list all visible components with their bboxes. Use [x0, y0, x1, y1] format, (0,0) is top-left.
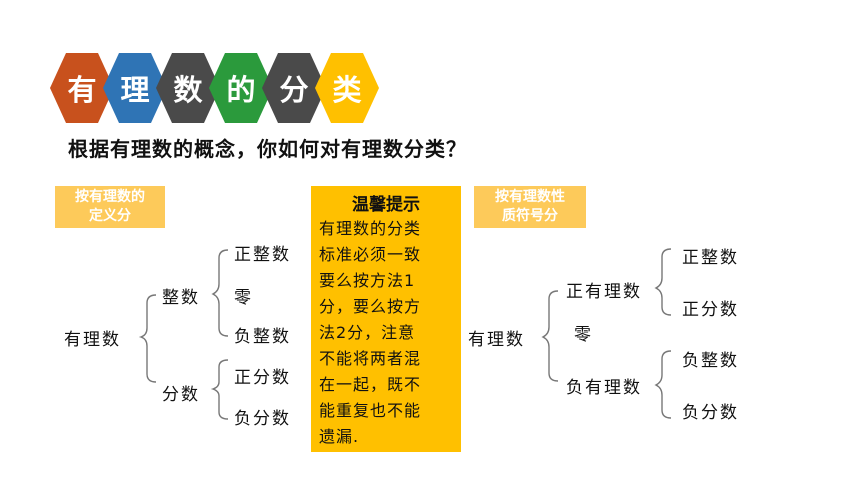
brace-right-positive	[654, 248, 672, 316]
tip-title: 温馨提示	[352, 195, 420, 214]
brace-left-integer	[211, 249, 229, 337]
tip-line: 在一起，既不	[319, 375, 422, 394]
tag-line: 质符号分	[502, 208, 558, 224]
title-char: 理	[120, 73, 150, 107]
right-pos-int-label: 正整数	[682, 248, 739, 268]
tip-line: 能重复也不能	[319, 401, 422, 420]
title-char: 分	[279, 73, 309, 107]
brace-right-root	[541, 290, 559, 382]
right-zero-label: 零	[574, 325, 593, 345]
left-integer-label: 整数	[162, 288, 200, 308]
tip-line: 法2分，注意	[319, 323, 416, 342]
title-char: 类	[332, 73, 362, 107]
title-char: 有	[67, 73, 97, 107]
tip-line: 标准必须一致	[319, 245, 422, 264]
tip-box: 温馨提示 有理数的分类 标准必须一致 要么按方法1 分，要么按方 法2分，注意 …	[311, 186, 461, 452]
left-pos-frac-label: 正分数	[234, 368, 291, 388]
brace-left-fraction	[210, 359, 229, 420]
left-neg-int-label: 负整数	[234, 327, 291, 347]
tag-line: 定义分	[89, 208, 131, 224]
right-pos-rational-label: 正有理数	[566, 282, 642, 302]
title-char: 的	[226, 73, 256, 107]
brace-left-root	[138, 294, 157, 383]
tip-line: 要么按方法1	[319, 271, 416, 290]
right-neg-rational-label: 负有理数	[566, 378, 642, 398]
tag-line: 按有理数性	[495, 189, 565, 205]
title-hex-3: 数	[156, 53, 220, 123]
tip-line: 不能将两者混	[319, 349, 422, 368]
right-neg-frac-label: 负分数	[682, 403, 739, 423]
left-root-label: 有理数	[64, 330, 121, 350]
right-method-tag: 按有理数性 质符号分	[474, 186, 586, 228]
tip-body: 有理数的分类 标准必须一致 要么按方法1 分，要么按方 法2分，注意 不能将两者…	[319, 216, 459, 450]
left-fraction-label: 分数	[162, 385, 200, 405]
tip-line: 分，要么按方	[319, 297, 422, 316]
brace-right-negative	[654, 350, 672, 419]
tip-line: 遗漏.	[319, 427, 360, 446]
title-char: 数	[173, 73, 203, 107]
right-root-label: 有理数	[468, 330, 525, 350]
left-pos-int-label: 正整数	[234, 245, 291, 265]
right-neg-int-label: 负整数	[682, 351, 739, 371]
question-text: 根据有理数的概念，你如何对有理数分类？	[68, 137, 467, 161]
left-neg-frac-label: 负分数	[234, 409, 291, 429]
tag-line: 按有理数的	[75, 189, 145, 205]
left-method-tag: 按有理数的 定义分	[55, 186, 165, 228]
right-pos-frac-label: 正分数	[682, 300, 739, 320]
tip-line: 有理数的分类	[319, 219, 422, 238]
left-zero-label: 零	[234, 288, 253, 308]
